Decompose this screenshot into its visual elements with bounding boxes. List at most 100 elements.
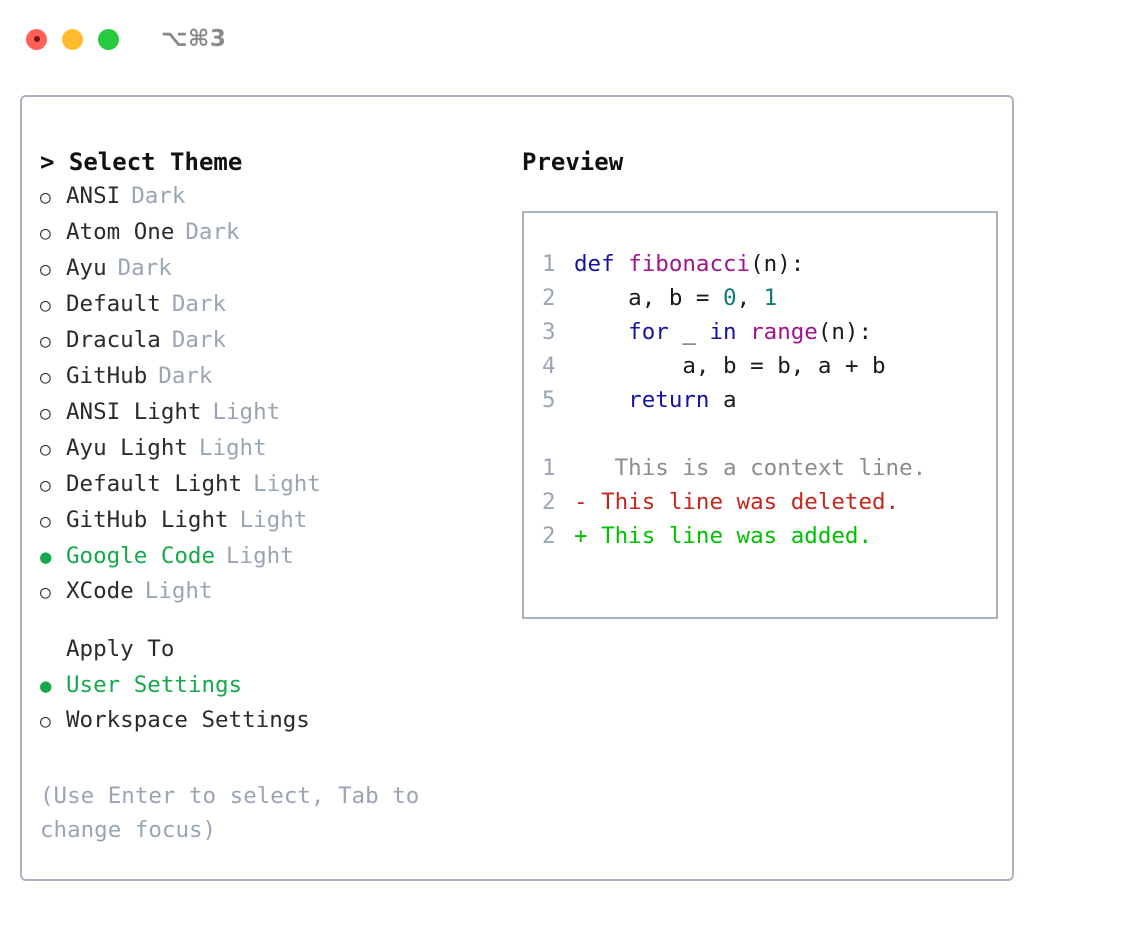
theme-category-badge: Dark xyxy=(171,327,227,353)
minimize-window-icon[interactable] xyxy=(62,28,83,50)
select-theme-header: > Select Theme xyxy=(40,148,243,176)
theme-list-item[interactable]: ○ Default Dark xyxy=(40,287,500,323)
theme-list-item[interactable]: ○ XCode Light xyxy=(40,574,500,610)
theme-category-badge: Dark xyxy=(185,219,240,245)
row-label: Dracula xyxy=(66,327,161,353)
code-text: return a xyxy=(574,383,736,417)
row-label: XCode xyxy=(66,578,134,604)
theme-list-item[interactable]: ○ Default Light Light xyxy=(40,467,500,503)
token-pl: , xyxy=(736,285,764,311)
theme-category-badge: Light xyxy=(144,578,213,604)
keyboard-shortcut-label: ⌥⌘3 xyxy=(161,26,227,52)
token-pl: (n): xyxy=(750,251,805,277)
theme-category-badge: Dark xyxy=(117,255,172,281)
token-pl: a, b = xyxy=(574,285,724,311)
apply-to-option[interactable]: ○ Workspace Settings xyxy=(40,703,500,739)
apply-to-list[interactable]: ●User Settings ○ Workspace Settings xyxy=(40,668,500,739)
code-line: 3 for _ in range(n): xyxy=(542,315,996,349)
line-number: 1 xyxy=(542,455,556,481)
line-number: 2 xyxy=(542,285,556,311)
row-label: Workspace Settings xyxy=(66,707,310,733)
token-fn: range xyxy=(750,319,818,345)
theme-category-badge: Light xyxy=(226,543,294,569)
code-line: 1 def fibonacci(n): xyxy=(542,247,996,281)
line-number: 5 xyxy=(542,387,556,413)
theme-category-badge: Light xyxy=(253,471,321,497)
spacer xyxy=(40,739,500,779)
radio-unselected-icon: ○ xyxy=(40,403,51,424)
theme-list-item[interactable]: ○ Atom One Dark xyxy=(40,215,500,251)
theme-category-badge: Dark xyxy=(131,183,186,209)
token-num: 0 xyxy=(723,285,737,311)
zoom-window-icon[interactable] xyxy=(98,28,119,50)
row-label: Atom One xyxy=(66,219,175,245)
preview-title: Preview xyxy=(522,148,624,176)
line-number: 1 xyxy=(542,251,556,277)
diff-line: 1 This is a context line. xyxy=(542,451,996,485)
token-kw: def xyxy=(574,251,629,277)
radio-unselected-icon: ○ xyxy=(40,223,51,244)
apply-to-header-label: Apply To xyxy=(66,636,175,662)
apply-to-header-marker: ○ xyxy=(40,634,66,668)
radio-selected-icon: ● xyxy=(40,675,52,697)
token-num: 1 xyxy=(763,285,778,311)
code-text: a, b = 0, 1 xyxy=(574,281,777,315)
row-label: Google Code xyxy=(66,543,216,569)
theme-category-badge: Dark xyxy=(158,363,213,389)
code-text: a, b = b, a + b xyxy=(574,349,885,383)
line-number: 2 xyxy=(542,489,556,515)
radio-unselected-icon: ○ xyxy=(40,295,51,316)
token-pl: (n): xyxy=(817,319,873,345)
diff-text-del: - This line was deleted. xyxy=(574,489,900,515)
close-window-icon[interactable] xyxy=(26,28,47,50)
code-line: 2 a, b = 0, 1 xyxy=(542,281,996,315)
radio-unselected-icon: ○ xyxy=(40,711,51,732)
row-label: Ayu xyxy=(66,255,107,281)
row-label: ANSI Light xyxy=(66,399,202,425)
apply-to-option[interactable]: ●User Settings xyxy=(40,668,500,703)
diff-line: 2+ This line was added. xyxy=(542,519,996,553)
radio-unselected-icon: ○ xyxy=(40,367,51,388)
radio-unselected-icon: ○ xyxy=(40,331,51,352)
diff-sample: 1 This is a context line. 2 - This line wa… xyxy=(542,451,996,553)
code-line: 4 a, b = b, a + b xyxy=(542,349,996,383)
radio-selected-icon: ● xyxy=(40,546,52,568)
code-line: 5 return a xyxy=(542,383,996,417)
radio-unselected-icon: ○ xyxy=(40,511,51,532)
theme-list-item[interactable]: ● Google Code Light xyxy=(40,539,500,574)
row-label: Default xyxy=(66,291,161,317)
diff-text-add: + This line was added. xyxy=(574,523,873,549)
radio-unselected-icon: ○ xyxy=(40,475,51,496)
spacer xyxy=(542,417,996,451)
spacer xyxy=(40,610,500,632)
line-number: 3 xyxy=(542,319,556,345)
apply-to-header-row: ○ Apply To xyxy=(40,632,500,668)
theme-category-badge: Light xyxy=(198,435,267,461)
row-label: Default Light xyxy=(66,471,243,497)
traffic-light-group xyxy=(26,28,119,50)
line-number: 4 xyxy=(542,353,556,379)
theme-list-item[interactable]: ○ Dracula Dark xyxy=(40,323,500,359)
code-text: def fibonacci(n): xyxy=(574,247,804,281)
theme-list-item[interactable]: ○ Ayu Dark xyxy=(40,251,500,287)
row-label: Ayu Light xyxy=(66,435,188,461)
token-pl: _ xyxy=(682,319,710,345)
theme-category-badge: Dark xyxy=(171,291,227,317)
code-text: for _ in range(n): xyxy=(574,315,872,349)
radio-unselected-icon: ○ xyxy=(40,582,51,603)
token-kw: in xyxy=(709,319,751,345)
radio-unselected-icon: ○ xyxy=(40,259,51,280)
